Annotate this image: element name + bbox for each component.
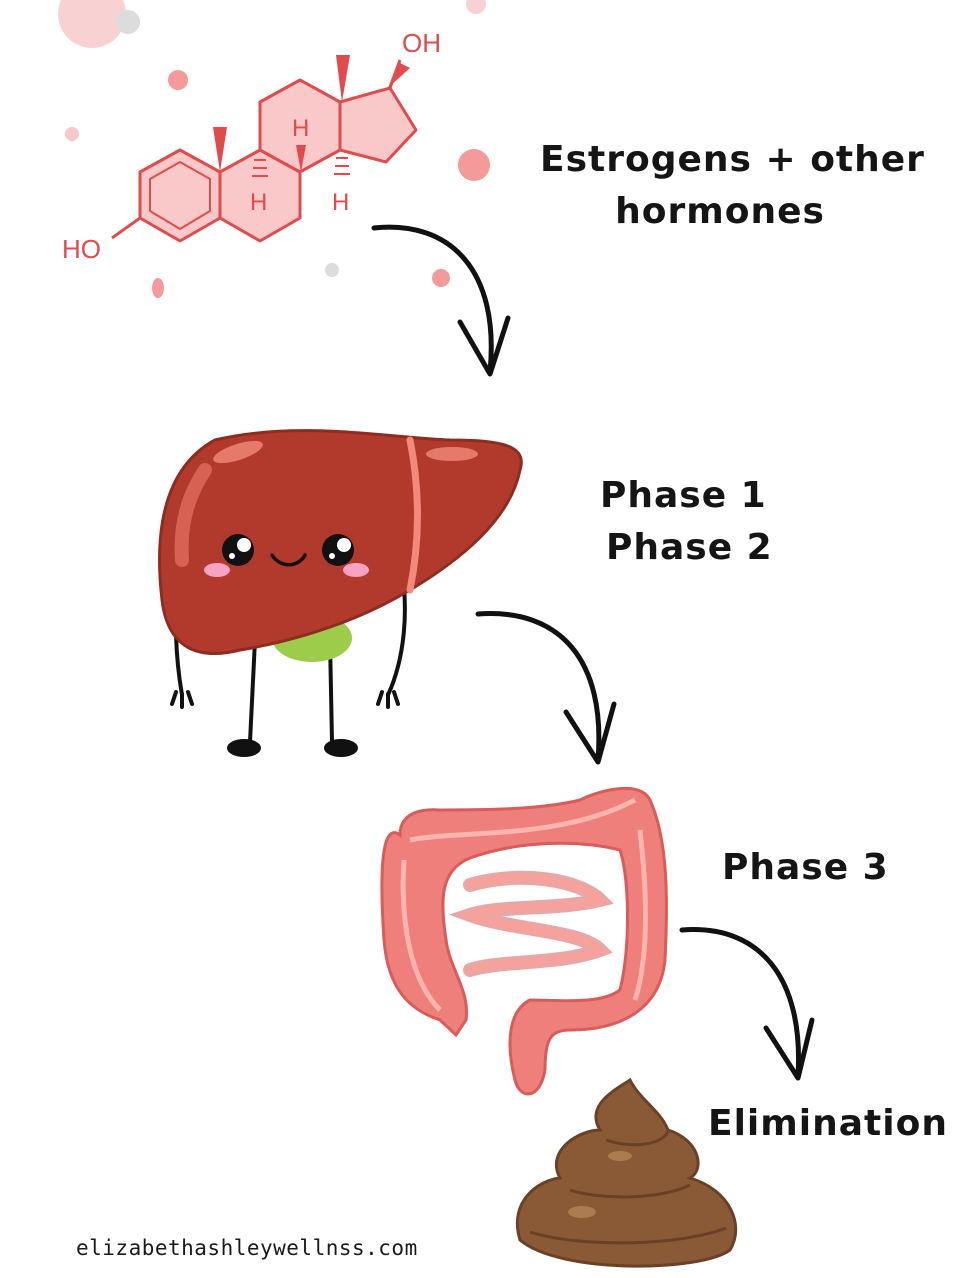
- liver-character-icon: [158, 429, 523, 757]
- molecule-wedges: [213, 55, 410, 172]
- h-label-3: H: [332, 189, 349, 216]
- h-label-2: H: [250, 189, 267, 216]
- oh-label: OH: [402, 28, 441, 58]
- arrow-2: [475, 611, 617, 765]
- step-label-phase-3: Phase 3: [722, 842, 889, 894]
- step-label-elimination: Elimination: [708, 1098, 948, 1150]
- arrow-1: [371, 224, 511, 377]
- intestines-icon: [380, 786, 668, 1096]
- step-label-phase-1-2: Phase 1 Phase 2: [600, 470, 773, 574]
- label-line: Elimination: [708, 1103, 948, 1144]
- label-line: Phase 3: [722, 847, 889, 888]
- label-line: hormones: [615, 191, 825, 233]
- molecule-hashes: [252, 157, 350, 177]
- label-line: Phase 1: [600, 475, 767, 516]
- website-watermark: elizabethashleywellnss.com: [76, 1236, 418, 1260]
- label-line: Phase 2: [606, 527, 773, 569]
- label-line: Estrogens + other: [540, 139, 925, 180]
- arrow-3: [679, 927, 815, 1081]
- decorative-dots: [58, 0, 490, 298]
- step-label-hormones: Estrogens + other hormones: [540, 134, 925, 238]
- ho-label: HO: [62, 234, 101, 264]
- h-label-1: H: [292, 115, 309, 142]
- poop-icon: [516, 1077, 738, 1268]
- estradiol-molecule-icon: [111, 59, 418, 243]
